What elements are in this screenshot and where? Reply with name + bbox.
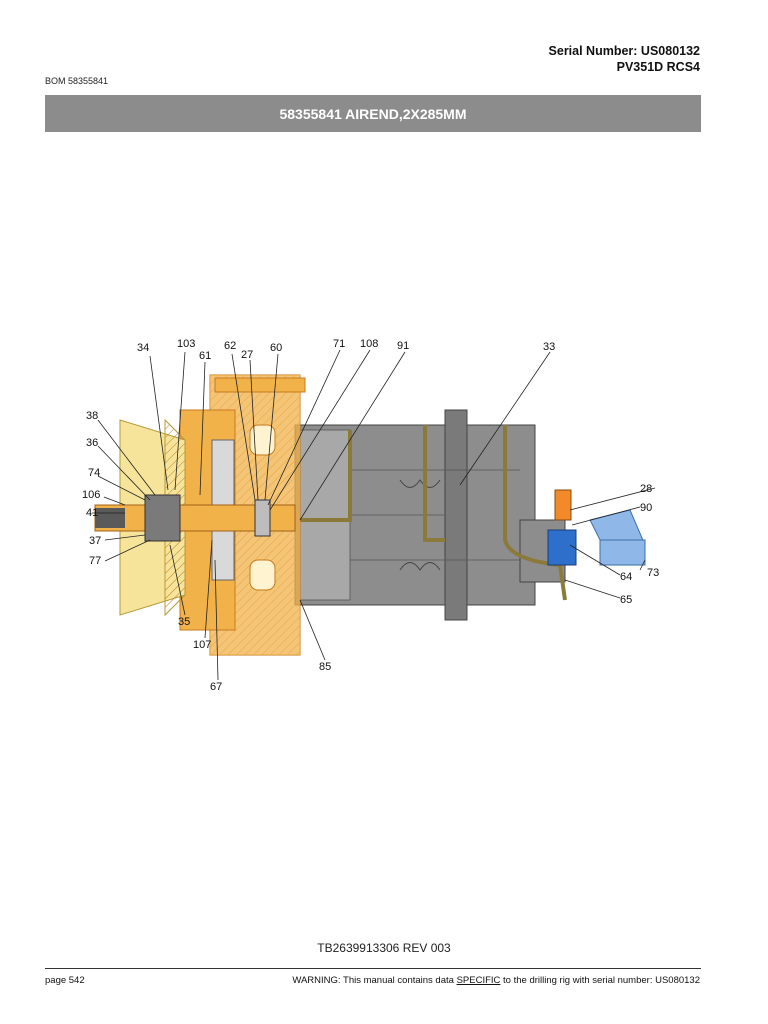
callout-107: 107 — [193, 639, 211, 651]
callout-35: 35 — [178, 616, 190, 628]
page-number: page 542 — [45, 975, 85, 986]
callout-106: 106 — [82, 489, 100, 501]
page-title-bar: 58355841 AIREND,2X285MM — [45, 95, 701, 132]
warning-note: WARNING: This manual contains data SPECI… — [292, 975, 700, 986]
callout-34: 34 — [137, 342, 149, 354]
model-number: PV351D RCS4 — [616, 60, 700, 74]
warning-emphasis: SPECIFIC — [456, 975, 501, 986]
warning-suffix: to the drilling rig with serial number: … — [500, 975, 700, 986]
callout-64: 64 — [620, 571, 632, 583]
callout-65: 65 — [620, 594, 632, 606]
callout-leaders — [92, 349, 656, 681]
document-number: TB2639913306 REV 003 — [317, 941, 451, 955]
callout-85: 85 — [319, 661, 331, 673]
callout-41: 41 — [86, 507, 98, 519]
callout-74: 74 — [88, 467, 100, 479]
callout-90: 90 — [640, 502, 652, 514]
bom-number: BOM 58355841 — [45, 76, 109, 86]
page-title: 58355841 AIREND,2X285MM — [279, 105, 467, 122]
rotor-housing — [294, 409, 566, 621]
callout-77: 77 — [89, 555, 101, 567]
callout-103: 103 — [177, 338, 195, 350]
callout-61: 61 — [199, 350, 211, 362]
callout-71: 71 — [333, 338, 345, 350]
serial-block: Serial Number: US080132 PV351D RCS4 — [549, 43, 700, 75]
airend-diagram: 34 103 61 62 27 60 71 108 91 33 38 36 74… — [82, 338, 659, 693]
callout-38: 38 — [86, 410, 98, 422]
drive-shaft — [94, 494, 296, 542]
callout-labels: 34 103 61 62 27 60 71 108 91 33 38 36 74… — [82, 338, 659, 693]
callout-37: 37 — [89, 535, 101, 547]
callout-27: 27 — [241, 349, 253, 361]
callout-108: 108 — [360, 338, 378, 350]
callout-28: 28 — [640, 483, 652, 495]
callout-36: 36 — [86, 437, 98, 449]
callout-33: 33 — [543, 341, 555, 353]
callout-73: 73 — [647, 567, 659, 579]
warning-prefix: WARNING: This manual contains data — [292, 975, 457, 986]
callout-60: 60 — [270, 342, 282, 354]
callout-62: 62 — [224, 340, 236, 352]
callout-91: 91 — [397, 340, 409, 352]
footer-divider — [45, 968, 701, 969]
valve-assembly — [547, 489, 646, 566]
serial-number: Serial Number: US080132 — [548, 44, 700, 58]
callout-67: 67 — [210, 681, 222, 693]
